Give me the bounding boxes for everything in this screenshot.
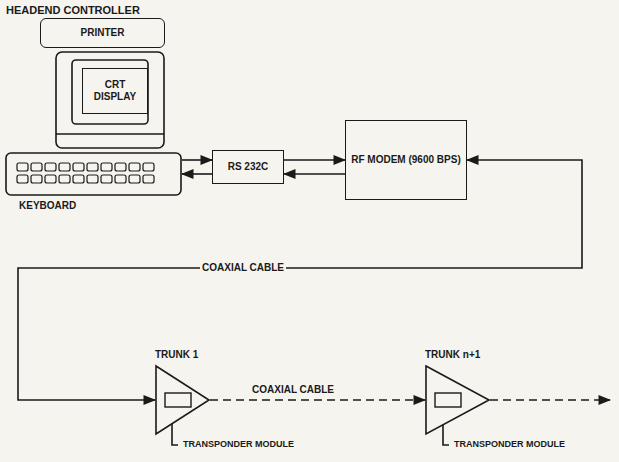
key (143, 175, 154, 183)
key (129, 163, 140, 171)
key (87, 175, 98, 183)
connector (284, 159, 345, 161)
amplifier-symbol (425, 365, 490, 435)
connector (284, 173, 345, 175)
diagram-title: HEADEND CONTROLLER (4, 4, 142, 16)
callout-label: TRANSPONDER MODULE (181, 439, 296, 449)
transponder-module (165, 393, 191, 407)
key (45, 163, 56, 171)
edge-label: COAXIAL CABLE (250, 384, 336, 395)
keyboard-label: KEYBOARD (19, 200, 76, 211)
amplifier-symbol (155, 365, 210, 435)
box-label: RS 232C (228, 161, 269, 174)
edge-label: COAXIAL CABLE (200, 262, 286, 273)
box-label: PRINTER (81, 27, 125, 40)
connector (18, 160, 582, 400)
box-label: CRT DISPLAY (83, 79, 147, 104)
connector (182, 159, 212, 161)
key (101, 163, 112, 171)
trunk-label: TRUNK 1 (155, 349, 198, 360)
keyboard: KEYBOARD (5, 152, 182, 196)
key (101, 175, 112, 183)
key (59, 175, 70, 183)
modem-box: RF MODEM (9600 BPS) (345, 120, 467, 200)
amplifier-triangle (156, 366, 209, 434)
key (17, 175, 28, 183)
key (115, 163, 126, 171)
interface-box: RS 232C (212, 150, 284, 184)
amplifier-triangle (426, 366, 489, 434)
key (143, 163, 154, 171)
monitor-bezel (72, 60, 148, 124)
callout-label: TRANSPONDER MODULE (452, 439, 567, 449)
monitor-body (56, 52, 164, 148)
key (45, 175, 56, 183)
box-label: RF MODEM (9600 BPS) (351, 154, 460, 167)
key (31, 175, 42, 183)
key (17, 163, 28, 171)
connector (182, 173, 212, 175)
key (59, 163, 70, 171)
transponder-module (435, 393, 461, 407)
key (115, 175, 126, 183)
key (87, 163, 98, 171)
trunk-amplifier: TRUNK 1 (155, 365, 210, 435)
trunk-amplifier: TRUNK n+1 (425, 365, 490, 435)
trunk-label: TRUNK n+1 (425, 349, 480, 360)
crt-display-box: CRT DISPLAY (82, 68, 148, 114)
monitor-base (56, 133, 164, 135)
printer-box: PRINTER (40, 18, 165, 48)
key (129, 175, 140, 183)
connector (210, 399, 425, 401)
key (73, 175, 84, 183)
keyboard-case (6, 153, 181, 195)
trailing-cable (490, 399, 610, 401)
keyboard-drawing (5, 152, 182, 196)
key (31, 163, 42, 171)
key (73, 163, 84, 171)
